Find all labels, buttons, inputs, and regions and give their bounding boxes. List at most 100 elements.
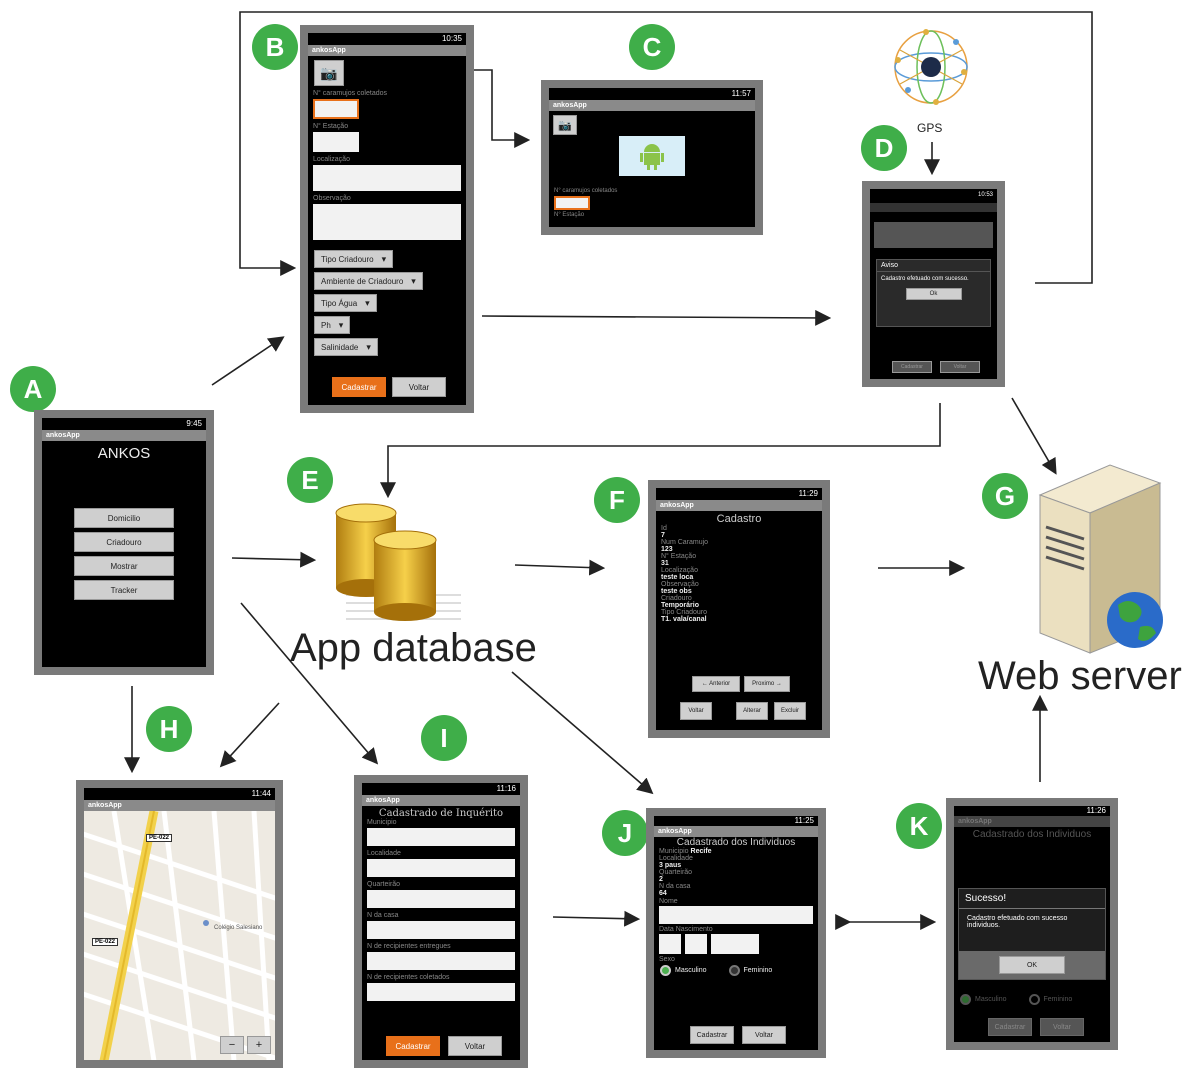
radio-masculino[interactable]	[660, 965, 671, 976]
ok-button[interactable]: Ok	[905, 288, 962, 300]
voltar-button[interactable]: Voltar	[940, 361, 980, 373]
ok-button[interactable]: OK	[999, 956, 1065, 974]
gps-label: GPS	[917, 121, 943, 135]
arrow-a-i	[240, 602, 379, 765]
tipo-criadouro-select[interactable]: Tipo Criadouro	[314, 250, 394, 268]
masculino-label: Masculino	[675, 967, 707, 974]
phone-d: 10:53 Aviso Cadastro efetuado com sucess…	[862, 181, 1005, 387]
app-title-bar: ankosApp	[656, 500, 822, 511]
estacao-input[interactable]	[313, 132, 359, 152]
arrow-a-e	[231, 551, 317, 568]
phone-k: 11:26 ankosApp Cadastrado dos Individuos…	[946, 798, 1118, 1050]
salinidade-select[interactable]: Salinidade	[314, 338, 378, 356]
zoom-in-icon[interactable]: +	[247, 1036, 271, 1054]
app-title-bar: ankosApp	[549, 100, 755, 111]
year-input[interactable]	[711, 934, 759, 954]
map-place-label: Colégio Salesiano	[214, 925, 263, 931]
observacao-input[interactable]	[313, 204, 461, 240]
tracker-button[interactable]: Tracker	[74, 580, 174, 600]
status-time: 11:25	[794, 816, 814, 825]
localidade-input[interactable]	[367, 859, 515, 877]
phone-h: 11:44 ankosApp Colégio Salesiano PE-022 …	[76, 780, 283, 1068]
dialog-button-bar: OK	[959, 951, 1105, 979]
nome-input[interactable]	[659, 906, 813, 924]
phone-a: 9:45 ankosApp ANKOS Domicilio Criadouro …	[34, 410, 214, 675]
cadastrar-button[interactable]: Cadastrar	[892, 361, 932, 373]
badge-h: H	[146, 706, 192, 752]
ambiente-select[interactable]: Ambiente de Criadouro	[314, 272, 423, 290]
localizacao-label: Localização	[313, 156, 350, 163]
voltar-button[interactable]: Voltar	[392, 377, 446, 397]
voltar-button[interactable]: Voltar	[448, 1036, 502, 1056]
cadastrar-button[interactable]: Cadastrar	[386, 1036, 440, 1056]
loop-line-d-b	[239, 11, 1093, 284]
municipio-label: Municipio	[659, 848, 689, 855]
app-title-bar: ankosApp	[954, 816, 1110, 827]
proximo-button[interactable]: Proximo →	[744, 676, 790, 692]
excluir-button[interactable]: Excluir	[774, 702, 806, 720]
app-title-bar: ankosApp	[42, 430, 206, 441]
status-time: 11:29	[798, 489, 818, 498]
status-time: 10:35	[441, 34, 462, 43]
database-label: App database	[290, 626, 537, 670]
recipientes-entregues-label: N de recipientes entregues	[367, 943, 451, 950]
badge-k: K	[896, 803, 942, 849]
n-casa-label: N da casa	[659, 883, 691, 890]
camera-button[interactable]: 📷	[553, 115, 577, 135]
n-casa-label: N da casa	[367, 912, 399, 919]
day-input[interactable]	[659, 934, 681, 954]
quarteirao-label: Quarteirão	[367, 881, 401, 888]
cadastrar-button[interactable]: Cadastrar	[690, 1026, 734, 1044]
arrow-a-hmap	[219, 702, 280, 768]
web-server-label: Web server	[978, 654, 1182, 698]
recipientes-entregues-input[interactable]	[367, 952, 515, 970]
zoom-out-icon[interactable]: −	[220, 1036, 244, 1054]
dialog: Aviso Cadastro efetuado com sucesso. Ok	[876, 259, 991, 327]
recipientes-coletados-input[interactable]	[367, 983, 515, 1001]
sexo-label: Sexo	[659, 956, 675, 963]
localizacao-input[interactable]	[313, 165, 461, 191]
caramujos-input[interactable]	[554, 196, 590, 210]
caramujos-input[interactable]	[313, 99, 359, 119]
quarteirao-input[interactable]	[367, 890, 515, 908]
nascimento-label: Data Nascimento	[659, 926, 713, 933]
badge-a: A	[10, 366, 56, 412]
tipo-agua-select[interactable]: Tipo Água	[314, 294, 377, 312]
radio-feminino[interactable]	[728, 965, 740, 976]
badge-f: F	[594, 477, 640, 523]
voltar-button: Voltar	[1040, 1018, 1084, 1036]
municipio-label: Municipio	[367, 819, 397, 826]
badge-b: B	[252, 24, 298, 70]
radio-masculino	[960, 994, 971, 1005]
domicilio-button[interactable]: Domicilio	[74, 508, 174, 528]
record-field-value: Temporário	[661, 602, 699, 609]
localidade-label: Localidade	[367, 850, 401, 857]
mostrar-button[interactable]: Mostrar	[74, 556, 174, 576]
status-time: 9:45	[186, 419, 202, 428]
arrow-b-d	[481, 309, 832, 326]
cadastrar-button[interactable]: Cadastrar	[332, 377, 386, 397]
criadouro-button[interactable]: Criadouro	[74, 532, 174, 552]
ph-select[interactable]: Ph	[314, 316, 351, 334]
arrow-a-b	[211, 336, 285, 386]
municipio-value: Recife	[690, 848, 712, 855]
nome-label: Nome	[659, 898, 678, 905]
anterior-button[interactable]: ← Anterior	[692, 676, 740, 692]
web-server-icon	[1038, 464, 1163, 654]
municipio-input[interactable]	[367, 828, 515, 846]
gps-globe-icon	[894, 29, 968, 105]
phone-i: 11:16 ankosApp Cadastrado de Inquérito M…	[354, 775, 528, 1068]
voltar-button[interactable]: Voltar	[680, 702, 712, 720]
radio-feminino	[1028, 994, 1040, 1005]
quarteirao-label: Quarteirão	[659, 869, 693, 876]
voltar-button[interactable]: Voltar	[742, 1026, 786, 1044]
month-input[interactable]	[685, 934, 707, 954]
estacao-label: N° Estação	[313, 123, 349, 130]
n-casa-input[interactable]	[367, 921, 515, 939]
alterar-button[interactable]: Alterar	[736, 702, 768, 720]
app-title-bar: ankosApp	[308, 45, 466, 56]
feminino-label: Feminino	[743, 967, 773, 974]
camera-button[interactable]: 📷	[314, 60, 344, 86]
record-field-label: Id	[661, 525, 667, 532]
